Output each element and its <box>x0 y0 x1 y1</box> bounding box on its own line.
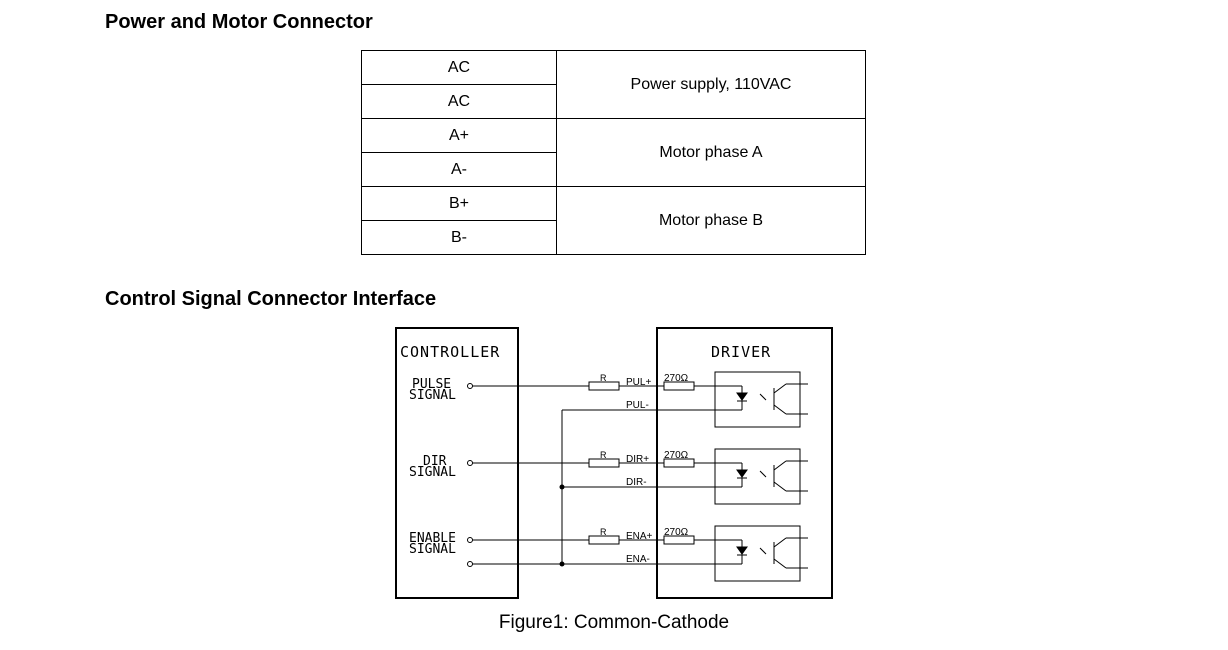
controller-label: CONTROLLER <box>400 343 500 361</box>
enable-label-line1: ENABLE <box>409 531 456 546</box>
resistor-label: R <box>600 527 607 537</box>
pin-cell: B+ <box>361 186 557 221</box>
pul-minus-label: PUL- <box>626 400 649 411</box>
table-row: AC Power supply, 110VAC <box>361 50 866 119</box>
table-row: B- <box>361 220 866 255</box>
description-cell: Power supply, 110VAC <box>556 50 866 119</box>
resistor-label: R <box>600 373 607 383</box>
optocoupler-dir <box>714 448 801 505</box>
enable-resistor <box>588 535 620 545</box>
pin-cell: A+ <box>361 118 557 153</box>
description-cell: Motor phase A <box>556 118 866 187</box>
enable-label-line2: SIGNAL <box>409 542 456 557</box>
dir-label-line1: DIR <box>423 454 447 469</box>
pulse-resistor <box>588 381 620 391</box>
optocoupler-symbol <box>736 460 808 492</box>
dir-plus-label: DIR+ <box>626 454 649 465</box>
inner-resistor-label: 270Ω <box>664 450 689 461</box>
driver-label: DRIVER <box>711 343 771 361</box>
inner-resistor-label: 270Ω <box>664 373 689 384</box>
pin-cell: B- <box>361 220 557 255</box>
section-title-control-signal: Control Signal Connector Interface <box>105 288 437 310</box>
table-row: B+ Motor phase B <box>361 186 866 255</box>
pin-cell: AC <box>361 50 557 85</box>
figure-caption-text: Figure1: Common-Cathode <box>498 612 730 633</box>
resistor-label: R <box>600 450 607 460</box>
dir-minus-label: DIR- <box>626 477 647 488</box>
enable-terminal <box>467 537 473 543</box>
optocoupler-pul <box>714 371 801 428</box>
driver-box <box>656 327 833 599</box>
inner-resistor-label: 270Ω <box>664 527 689 538</box>
gnd-terminal <box>467 561 473 567</box>
ena-minus-label: ENA- <box>626 554 650 565</box>
pul-plus-label: PUL+ <box>626 377 651 388</box>
pulse-label-line2: SIGNAL <box>409 388 456 403</box>
section-title-power-motor: Power and Motor Connector <box>105 11 373 33</box>
pulse-terminal <box>467 383 473 389</box>
ena-plus-label: ENA+ <box>626 531 653 542</box>
optocoupler-symbol <box>736 383 808 415</box>
dir-terminal <box>467 460 473 466</box>
table-row: A+ Motor phase A <box>361 118 866 187</box>
optocoupler-ena <box>714 525 801 582</box>
figure-caption: Figure1: Common-Cathode <box>0 612 1228 634</box>
description-cell: Motor phase B <box>556 186 866 255</box>
power-motor-pin-table: AC Power supply, 110VAC AC A+ Motor phas… <box>361 50 866 255</box>
optocoupler-symbol <box>736 537 808 569</box>
table-row: AC <box>361 84 866 119</box>
pulse-label-line1: PULSE <box>412 377 451 392</box>
dir-label-line2: SIGNAL <box>409 465 456 480</box>
dir-resistor <box>588 458 620 468</box>
pin-cell: AC <box>361 84 557 119</box>
